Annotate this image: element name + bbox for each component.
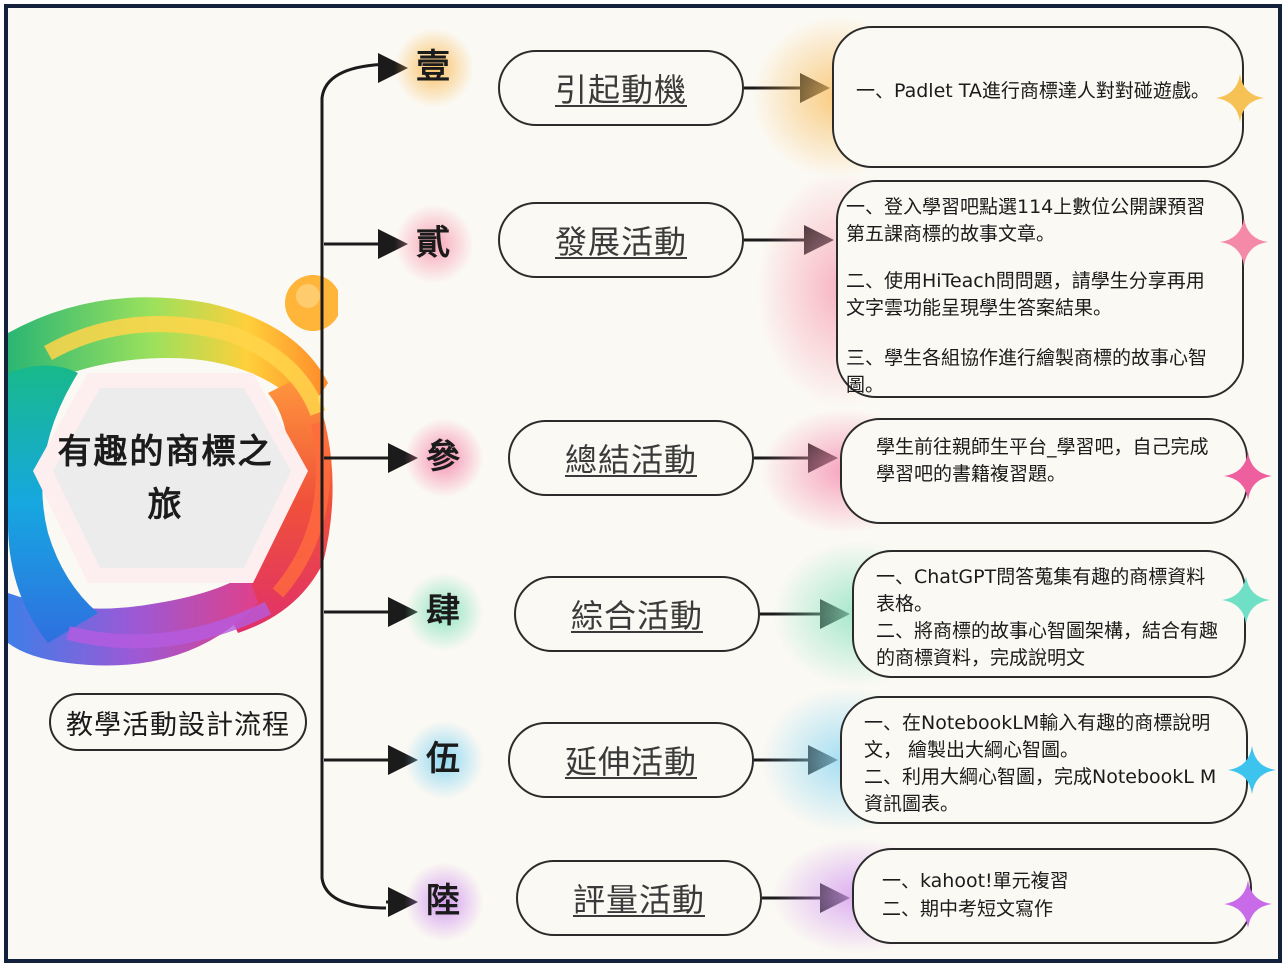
stage-number-glow: [404, 418, 484, 498]
stage-number-1: 壹: [416, 47, 450, 87]
stage-number-2: 貳: [416, 223, 450, 263]
stage-number-5: 伍: [426, 739, 460, 779]
detail-line: 一、Padlet TA進行商標達人對對碰遊戲。: [856, 80, 1210, 102]
detail-line: 二、期中考短文寫作: [882, 898, 1054, 920]
stage-name: 評量活動: [572, 881, 705, 919]
detail-line: 一、ChatGPT問答蒐集有趣的商標資料表格。: [876, 566, 1206, 615]
sparkle-star-icon: [1222, 576, 1270, 624]
detail-box-6: 一、kahoot!單元複習二、期中考短文寫作: [852, 848, 1252, 944]
sparkle-star-icon: [1228, 746, 1276, 794]
sparkle-star-icon: [1216, 74, 1264, 122]
stage-pill-5: 延伸活動: [508, 722, 754, 798]
detail-line: 學生前往親師生平台_學習吧，自己完成學習吧的書籍複習題。: [876, 436, 1209, 485]
caption-text: 教學活動設計流程: [66, 709, 290, 741]
stage-pill-2: 發展活動: [498, 202, 744, 278]
sparkle-star-icon: [1224, 452, 1272, 500]
stage-number-6: 陸: [426, 881, 460, 921]
diagram-title: 有趣的商標之旅: [57, 432, 274, 525]
stage-name: 總結活動: [564, 441, 697, 479]
detail-box-4: 一、ChatGPT問答蒐集有趣的商標資料表格。二、將商標的故事心智圖架構，結合有…: [852, 550, 1246, 678]
stage-pill-4: 綜合活動: [514, 576, 760, 652]
detail-line: 二、將商標的故事心智圖架構，結合有趣的商標資料，完成說明文: [876, 620, 1219, 669]
detail-box-1: 一、Padlet TA進行商標達人對對碰遊戲。: [832, 26, 1244, 168]
stage-number-glow: [394, 204, 474, 284]
detail-line: 一、在NotebookLM輸入有趣的商標說明文， 繪製出大綱心智圖。: [864, 712, 1211, 761]
stage-pill-3: 總結活動: [508, 420, 754, 496]
hexagon-logo-graphic: [8, 275, 338, 666]
stage-pill-6: 評量活動: [516, 860, 762, 936]
stage-number-3: 參: [426, 437, 460, 477]
stage-name: 引起動機: [554, 71, 687, 109]
caption-label: 教學活動設計流程: [49, 693, 307, 751]
sparkle-star-icon: [1220, 218, 1268, 266]
stage-name: 綜合活動: [570, 597, 703, 635]
stage-name: 發展活動: [554, 223, 687, 261]
detail-box-2: 一、登入學習吧點選114上數位公開課預習 第五課商標的故事文章。二、使用HiTe…: [836, 180, 1244, 398]
stage-number-glow: [404, 720, 484, 800]
detail-line: 三、學生各組協作進行繪製商標的故事心智圖。: [846, 347, 1208, 396]
stage-number-glow: [404, 862, 484, 942]
diagram-canvas: 有趣的商標之旅 教學活動設計流程 壹引起動機 一、Padlet TA進行商標達人對…: [4, 4, 1282, 963]
detail-box-5: 一、在NotebookLM輸入有趣的商標說明文， 繪製出大綱心智圖。二、利用大綱…: [840, 696, 1248, 824]
detail-line: 一、登入學習吧點選114上數位公開課預習 第五課商標的故事文章。: [846, 196, 1206, 245]
stage-name: 延伸活動: [564, 743, 697, 781]
detail-line: 二、使用HiTeach問問題，請學生分享再用文字雲功能呈現學生答案結果。: [846, 270, 1205, 319]
stage-number-glow: [394, 28, 474, 108]
stage-number-glow: [404, 572, 484, 652]
detail-line: 二、利用大綱心智圖，完成NotebookL M資訊圖表。: [864, 766, 1217, 815]
stage-number-4: 肆: [426, 591, 460, 631]
detail-line: 一、kahoot!單元複習: [882, 870, 1069, 892]
detail-box-3: 學生前往親師生平台_學習吧，自己完成學習吧的書籍複習題。: [840, 418, 1248, 524]
stage-pill-1: 引起動機: [498, 50, 744, 126]
sparkle-star-icon: [1224, 880, 1272, 928]
